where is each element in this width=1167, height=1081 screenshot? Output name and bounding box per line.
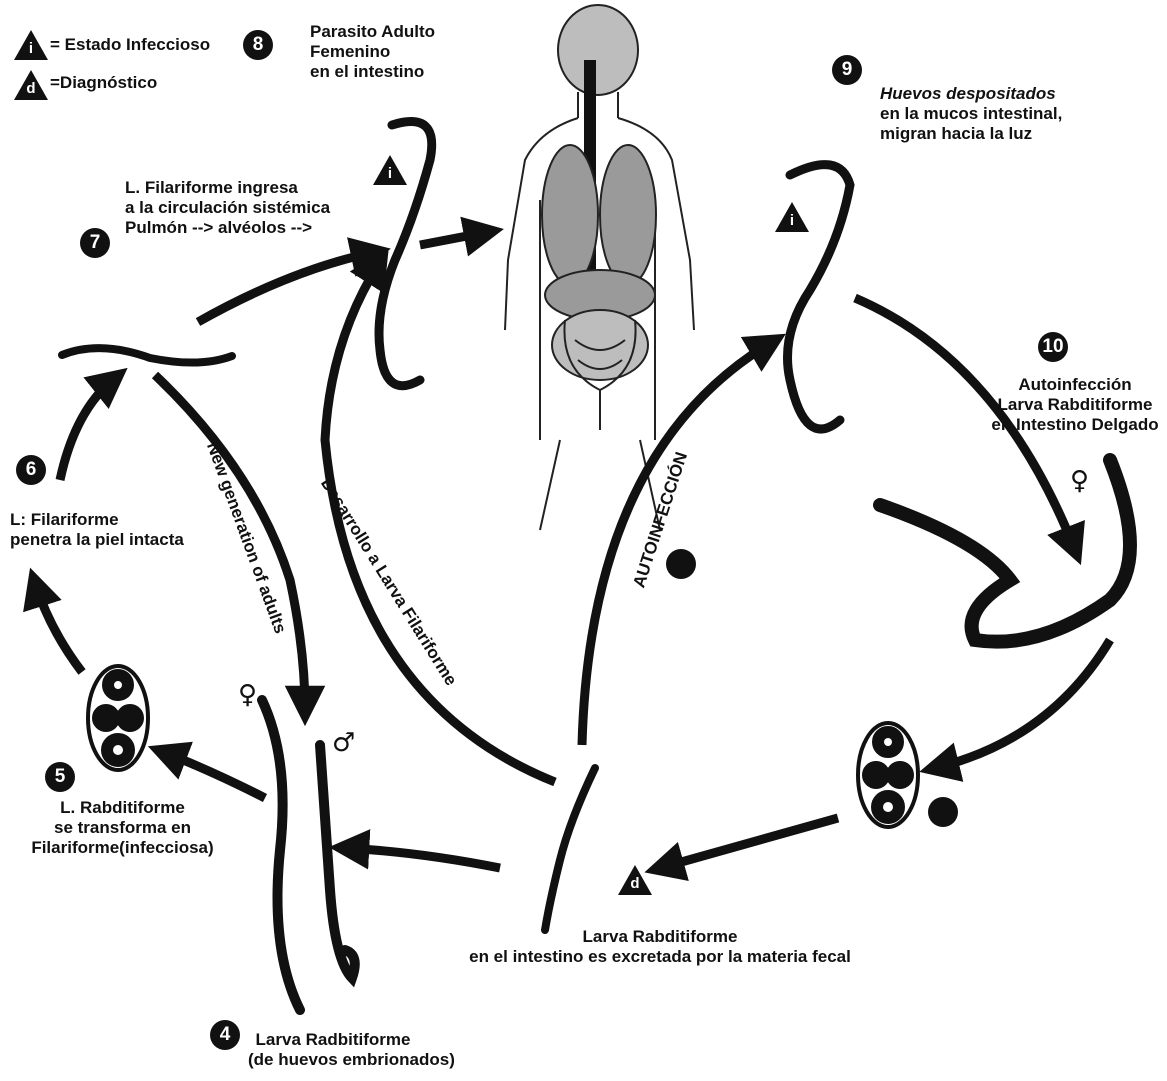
infectious-stage-icon: i	[373, 155, 407, 185]
female-symbol: ♀	[1070, 466, 1089, 496]
step-9-number	[928, 797, 958, 827]
diagnostic-stage-icon: d	[618, 865, 652, 895]
step-10-number	[666, 549, 696, 579]
arrow-2-to-3	[163, 752, 265, 798]
arrow-9-to-excreted	[660, 818, 838, 868]
step-3-number: 5	[45, 762, 75, 792]
step-7-number: 9	[832, 55, 862, 85]
diagnostic-stage-icon: d	[14, 70, 48, 100]
egg-3	[88, 666, 148, 770]
step-2-text: Larva Radbitiforme(de huevos embrionados…	[248, 1030, 418, 1070]
human-body-figure	[505, 5, 694, 530]
adult-female-worm-8	[880, 460, 1130, 642]
female-symbol: ♀	[238, 680, 257, 710]
step-4-number: 6	[16, 455, 46, 485]
male-symbol: ♂	[332, 728, 355, 758]
arrow-3-to-4	[35, 583, 82, 672]
infectious-stage-icon: i	[775, 202, 809, 232]
legend-diagnostic-label: =Diagnóstico	[50, 73, 157, 93]
egg-9	[858, 723, 918, 827]
step-2-number: 4	[210, 1020, 240, 1050]
arrow-excreted-to-2	[345, 848, 500, 868]
rhabditiform-larva-4	[62, 348, 232, 362]
step-5-number: 7	[80, 228, 110, 258]
step-6-number: 8	[243, 30, 273, 60]
internal-organs	[542, 60, 656, 430]
arrow-larva-to-5	[198, 252, 375, 322]
arrow-autoinfeccion	[582, 342, 772, 745]
infectious-stage-icon: i	[14, 30, 48, 60]
legend-infectious-label: = Estado Infeccioso	[50, 35, 210, 55]
arrow-8-to-9	[935, 640, 1110, 768]
arrow-4-to-larva	[60, 378, 115, 480]
arrow-6-to-body	[420, 232, 488, 245]
step-8-number: 10	[1038, 332, 1068, 362]
excreted-larva	[545, 768, 595, 930]
